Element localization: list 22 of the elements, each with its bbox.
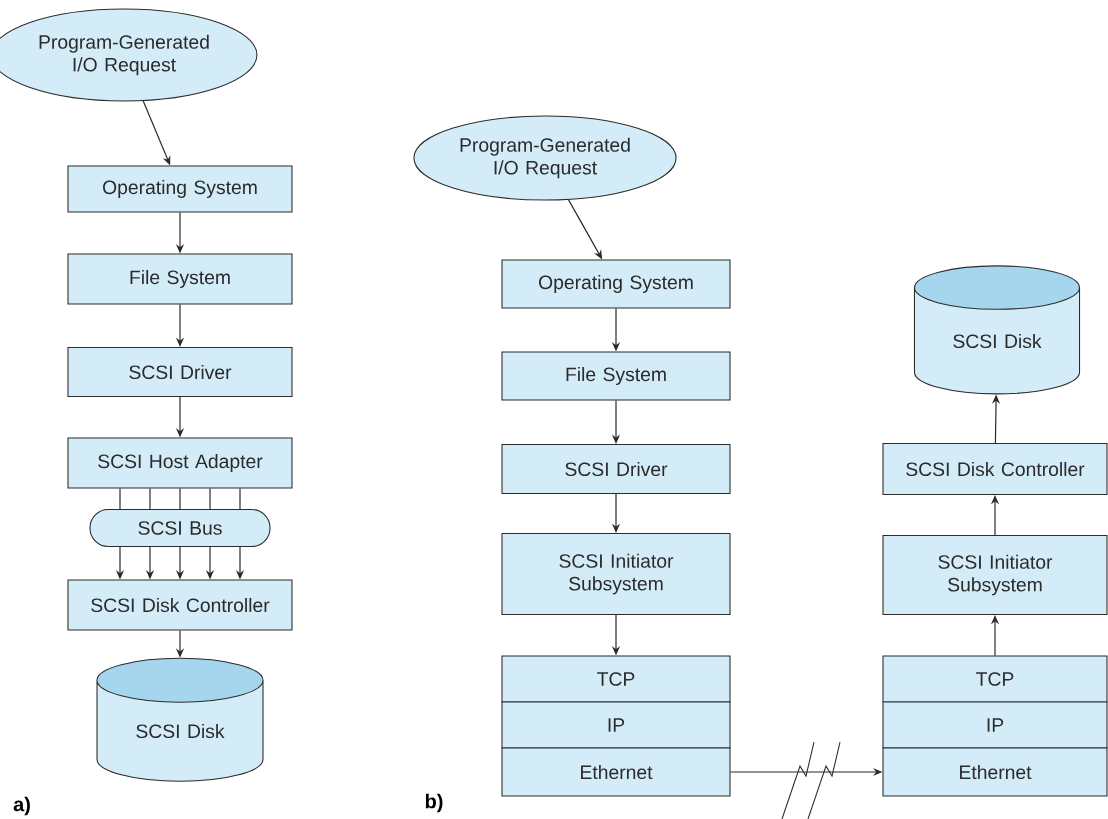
process-box: SCSI Disk Controller <box>882 443 1108 495</box>
disk-cylinder: SCSI Disk <box>913 265 1081 395</box>
layer-box: IP <box>882 701 1108 749</box>
layer-box: Ethernet <box>882 747 1108 797</box>
process-box: Operating System <box>67 165 293 213</box>
process-box: Operating System <box>501 259 731 309</box>
layer-box: IP <box>501 701 731 749</box>
process-box: SCSI Host Adapter <box>67 437 293 489</box>
layer-box: TCP <box>882 655 1108 703</box>
bus-pill: SCSI Bus <box>89 508 271 548</box>
process-box: File System <box>67 253 293 305</box>
process-box: File System <box>501 351 731 401</box>
disk-cylinder: SCSI Disk <box>96 657 264 782</box>
process-box: SCSI Driver <box>67 346 293 398</box>
process-box: SCSI Driver <box>501 443 731 495</box>
process-box: SCSI Initiator Subsystem <box>501 532 731 616</box>
layer-box: Ethernet <box>501 747 731 797</box>
layer-box: TCP <box>501 655 731 703</box>
panel-label: b) <box>425 793 443 813</box>
panel-label: a) <box>13 796 30 816</box>
process-box: SCSI Initiator Subsystem <box>882 535 1108 615</box>
process-box: SCSI Disk Controller <box>67 579 293 631</box>
